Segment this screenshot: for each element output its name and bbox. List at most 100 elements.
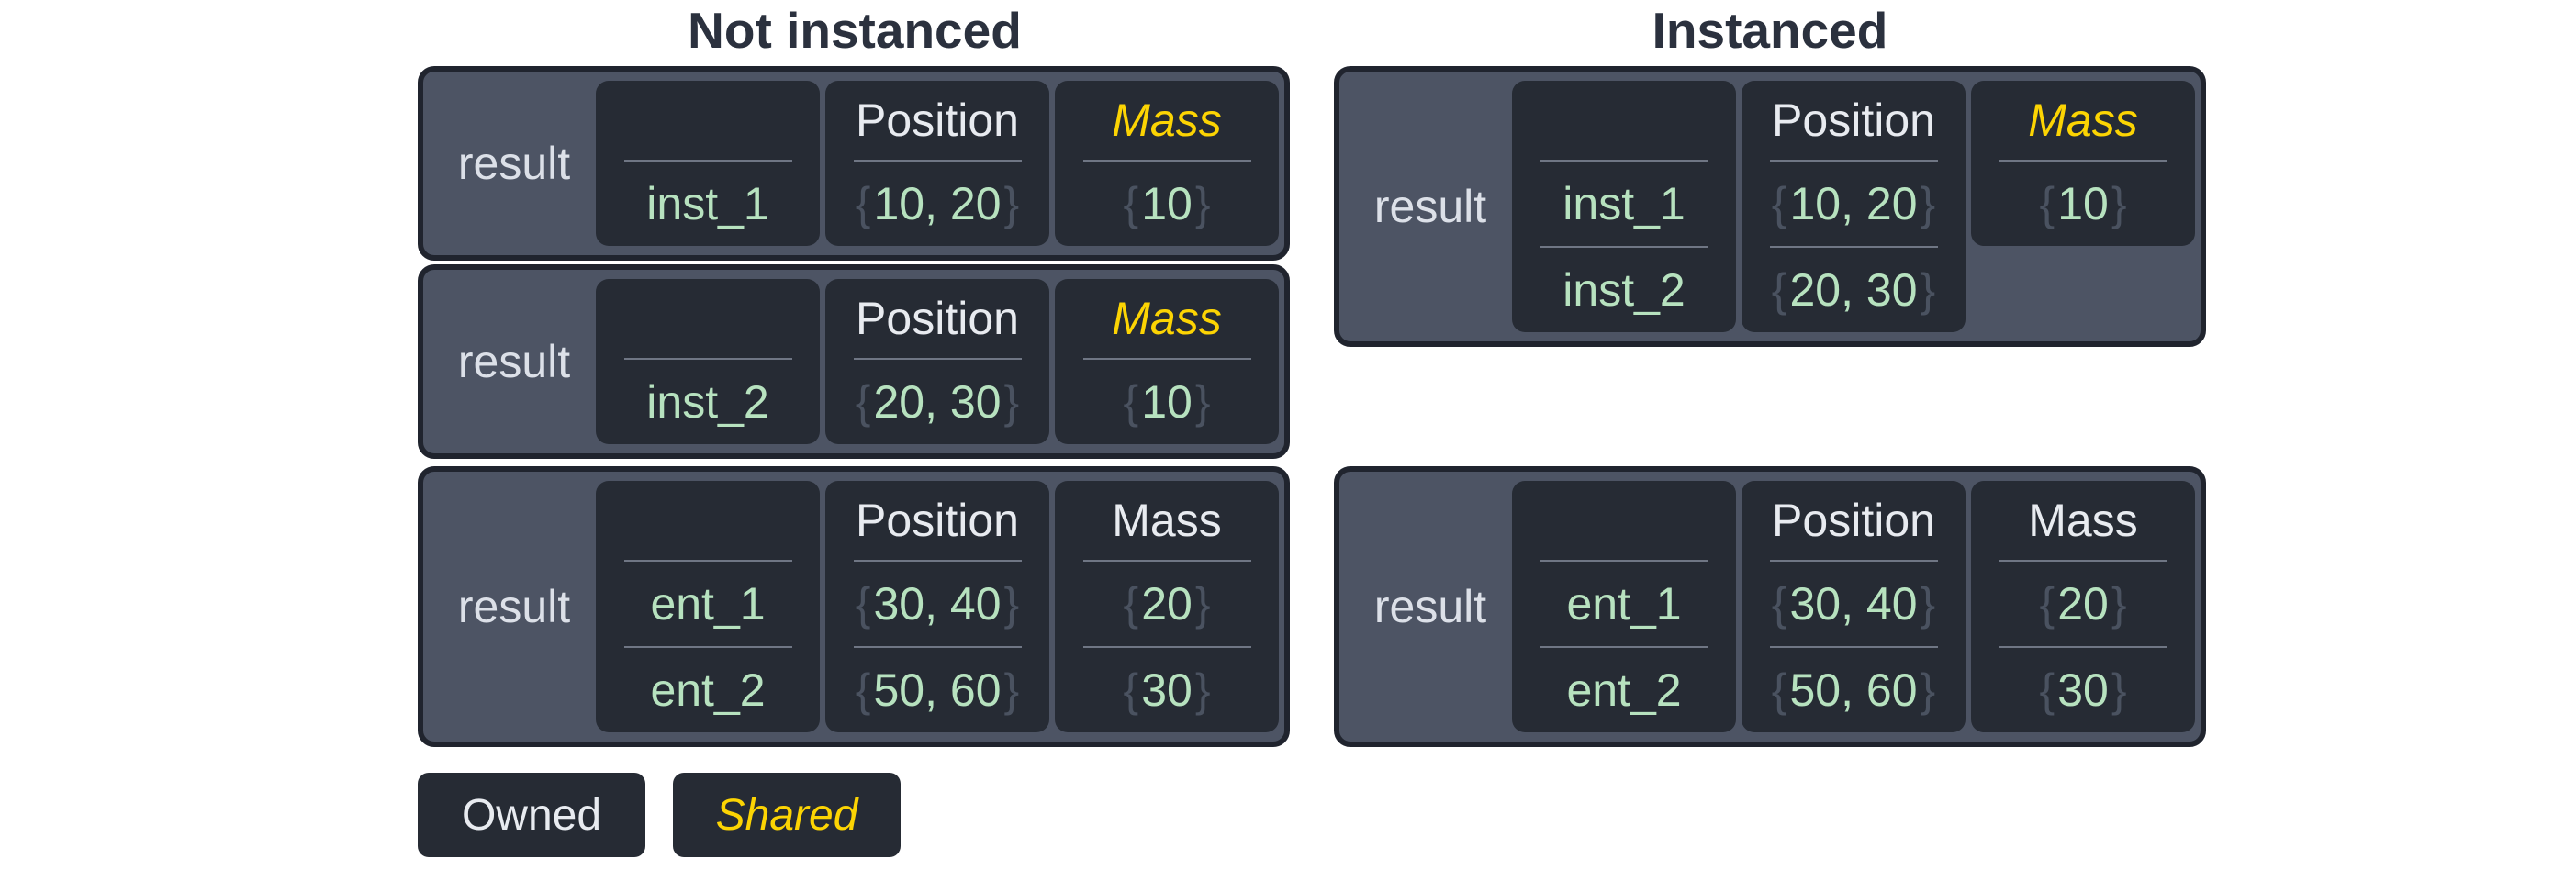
separator-line — [853, 646, 1022, 648]
entity-header — [596, 81, 820, 160]
mass-column: Mass {20} {30} — [1055, 481, 1279, 732]
mass-numbers: 20 — [1141, 578, 1193, 630]
mass-numbers: 30 — [2057, 664, 2109, 716]
close-brace: } — [1003, 578, 1020, 630]
open-brace: { — [855, 578, 871, 630]
entity-name: inst_1 — [1562, 178, 1686, 229]
separator-line — [1769, 560, 1938, 562]
separator-line — [1769, 246, 1938, 248]
position-header: Position — [1772, 495, 1935, 546]
mass-numbers: 10 — [1141, 376, 1193, 428]
separator-line — [853, 160, 1022, 162]
mass-header: Mass — [1112, 293, 1222, 344]
mass-value: {20} — [1971, 562, 2195, 646]
open-brace: { — [1771, 264, 1787, 316]
separator-line — [1082, 560, 1251, 562]
position-value: {50, 60} — [1742, 648, 1966, 732]
open-brace: { — [1771, 578, 1787, 630]
separator-line — [1999, 646, 2167, 648]
mass-column: Mass {10} — [1055, 279, 1279, 444]
position-numbers: 30, 40 — [873, 578, 1002, 630]
close-brace: } — [1920, 264, 1936, 316]
separator-line — [1082, 646, 1251, 648]
open-brace: { — [855, 664, 871, 716]
mass-value: {10} — [1055, 360, 1279, 444]
table-not-instanced-1: result inst_1 Position {10, 20} Mass {10… — [418, 66, 1290, 261]
position-value: {20, 30} — [825, 360, 1049, 444]
mass-header: Mass — [2028, 495, 2138, 546]
close-brace: } — [1194, 376, 1211, 428]
entity-name: ent_2 — [1566, 664, 1682, 716]
entity-name: inst_2 — [1562, 264, 1686, 316]
result-label: result — [457, 336, 571, 387]
mass-column: Mass {20} {30} — [1971, 481, 2195, 732]
separator-line — [853, 560, 1022, 562]
separator-line — [1769, 646, 1938, 648]
separator-line — [623, 646, 792, 648]
entity-column: ent_1 ent_2 — [596, 481, 820, 732]
columns-row: inst_2 Position {20, 30} Mass {10} — [596, 279, 1279, 444]
table-not-instanced-2: result inst_2 Position {20, 30} Mass {10… — [418, 264, 1290, 459]
position-header: Position — [1772, 95, 1935, 146]
separator-line — [1540, 246, 1708, 248]
legend: Owned Shared — [418, 773, 901, 857]
position-numbers: 50, 60 — [1789, 664, 1918, 716]
close-brace: } — [1003, 178, 1020, 229]
close-brace: } — [2111, 178, 2127, 229]
position-column: Position {10, 20} — [825, 81, 1049, 246]
close-brace: } — [1194, 178, 1211, 229]
entity-header — [1512, 481, 1736, 560]
open-brace: { — [1123, 578, 1139, 630]
position-numbers: 10, 20 — [873, 178, 1002, 229]
position-column: Position {30, 40} {50, 60} — [825, 481, 1049, 732]
entity-column: ent_1 ent_2 — [1512, 481, 1736, 732]
open-brace: { — [1123, 664, 1139, 716]
position-header: Position — [856, 495, 1019, 546]
table-instanced-2: result ent_1 ent_2 Position {30, 40} {50… — [1334, 466, 2206, 747]
position-numbers: 30, 40 — [1789, 578, 1918, 630]
separator-line — [1999, 560, 2167, 562]
close-brace: } — [1003, 664, 1020, 716]
table-not-instanced-3: result ent_1 ent_2 Position {30, 40} {50… — [418, 466, 1290, 747]
separator-line — [623, 560, 792, 562]
position-numbers: 50, 60 — [873, 664, 1002, 716]
entity-header — [596, 279, 820, 358]
separator-line — [1999, 160, 2167, 162]
not-instanced-title: Not instanced — [688, 2, 1022, 59]
entity-name: inst_2 — [646, 376, 769, 428]
entity-column: inst_1 inst_2 — [1512, 81, 1736, 332]
separator-line — [623, 358, 792, 360]
open-brace: { — [855, 376, 871, 428]
mass-numbers: 30 — [1141, 664, 1193, 716]
open-brace: { — [1771, 178, 1787, 229]
legend-owned-label: Owned — [461, 790, 602, 840]
close-brace: } — [1003, 376, 1020, 428]
close-brace: } — [2111, 664, 2127, 716]
mass-column-shared-short: Mass {10} — [1971, 81, 2195, 246]
position-numbers: 10, 20 — [1789, 178, 1918, 229]
position-value: {10, 20} — [1742, 162, 1966, 246]
close-brace: } — [1920, 578, 1936, 630]
result-label: result — [457, 138, 571, 189]
mass-header: Mass — [2028, 95, 2138, 146]
open-brace: { — [1123, 376, 1139, 428]
legend-owned-chip: Owned — [418, 773, 645, 857]
open-brace: { — [1771, 664, 1787, 716]
separator-line — [1540, 160, 1708, 162]
position-value: {30, 40} — [1742, 562, 1966, 646]
open-brace: { — [855, 178, 871, 229]
open-brace: { — [2039, 578, 2055, 630]
close-brace: } — [1194, 578, 1211, 630]
mass-numbers: 10 — [1141, 178, 1193, 229]
mass-header: Mass — [1112, 495, 1222, 546]
mass-header: Mass — [1112, 95, 1222, 146]
separator-line — [1540, 560, 1708, 562]
separator-line — [1540, 646, 1708, 648]
close-brace: } — [1194, 664, 1211, 716]
entity-header — [596, 481, 820, 560]
columns-row: ent_1 ent_2 Position {30, 40} {50, 60} M… — [596, 481, 1279, 732]
entity-name: inst_1 — [646, 178, 769, 229]
entity-name: ent_1 — [1566, 578, 1682, 630]
table-instanced-1: result inst_1 inst_2 Position {10, 20} {… — [1334, 66, 2206, 347]
position-value: {10, 20} — [825, 162, 1049, 246]
